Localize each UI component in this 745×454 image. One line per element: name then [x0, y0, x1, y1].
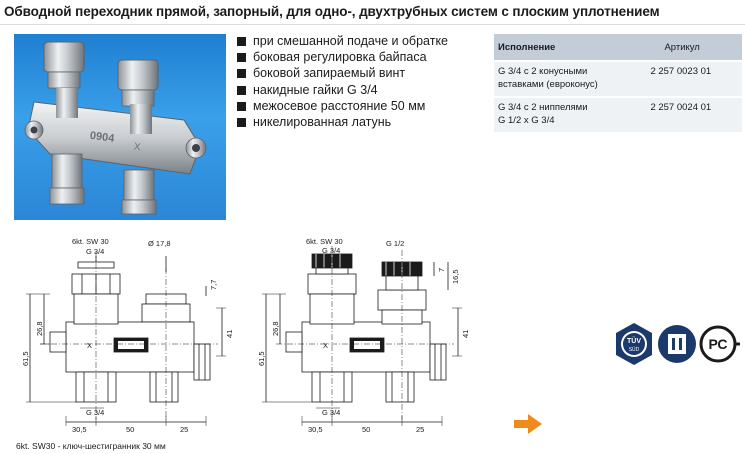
label-thread-bottom: G 3/4 [86, 408, 104, 417]
drawing-left: X [26, 252, 226, 426]
article-cell: 2 257 0024 01 [640, 96, 742, 132]
header-bar: Обводной переходник прямой, запорный, дл… [0, 0, 745, 25]
square-bullet-icon [237, 85, 246, 95]
tuv-sud-logo: TÜV SÜD [616, 323, 652, 365]
label-dim-25: 25 [416, 425, 424, 434]
square-bullet-icon [237, 37, 246, 46]
feature-item: боковая регулировка байпаса [237, 49, 448, 65]
feature-item: никелированная латунь [237, 114, 448, 130]
label-dim-77: 7,7 [209, 280, 218, 290]
label-thread-bottom: G 3/4 [322, 408, 340, 417]
label-dim-305: 30,5 [308, 425, 323, 434]
label-wrench: 6kt. SW 30 [72, 237, 109, 246]
certification-logos: TÜV SÜD РС [616, 323, 740, 365]
square-bullet-icon [237, 101, 246, 111]
footnote: 6kt. SW30 - ключ-шестигранник 30 мм [16, 441, 166, 451]
label-dim-41: 41 [225, 330, 234, 338]
label-dim-615: 61,5 [21, 351, 30, 366]
label-diameter: Ø 17,8 [148, 239, 171, 248]
svg-text:X: X [133, 141, 141, 153]
label-dim-7: 7 [437, 268, 446, 272]
page-title: Обводной переходник прямой, запорный, дл… [4, 4, 660, 19]
label-dim-268: 26,8 [271, 321, 280, 336]
label-dim-165: 16,5 [451, 269, 460, 284]
drawing-right-labels: 6kt. SW 30 G 3/4 G 1/2 7 16,5 26,8 61,5 … [257, 237, 470, 434]
label-thread-nipple: G 1/2 [386, 239, 404, 248]
label-thread-top: G 3/4 [86, 247, 104, 256]
svg-text:TÜV: TÜV [627, 336, 641, 345]
label-dim-41: 41 [461, 330, 470, 338]
svg-text:SÜD: SÜD [629, 346, 640, 353]
feature-item: при смешанной подаче и обратке [237, 33, 448, 49]
svg-text:X: X [87, 341, 92, 350]
version-cell: G 3/4 с 2 ниппелями G 1/2 x G 3/4 [494, 96, 641, 132]
svg-text:X: X [323, 341, 328, 350]
body-engraving: 0904 [89, 130, 116, 145]
label-dim-25: 25 [180, 425, 188, 434]
feature-item: межосевое расстояние 50 мм [237, 98, 448, 114]
feature-item: боковой запираемый винт [237, 65, 448, 81]
right-top-nut [117, 59, 159, 107]
drawing-left-labels: 6kt. SW 30 G 3/4 Ø 17,8 7,7 26,8 61,5 41… [21, 237, 234, 434]
label-dim-305: 30,5 [72, 425, 87, 434]
drawing-right: X [262, 246, 462, 426]
column-header-article: Артикул [640, 34, 742, 61]
label-wrench: 6kt. SW 30 [306, 237, 343, 246]
spec-table: Исполнение Артикул G 3/4 с 2 конусными в… [494, 34, 742, 132]
column-header-version: Исполнение [494, 34, 641, 61]
article-cell: 2 257 0023 01 [640, 60, 742, 97]
arrow-right-icon[interactable] [514, 414, 542, 434]
square-bullet-icon [237, 53, 246, 63]
product-photo: 0904 X [14, 34, 226, 220]
table-row: G 3/4 с 2 ниппелями G 1/2 x G 3/4 2 257 … [494, 96, 742, 132]
label-thread-top: G 3/4 [322, 246, 340, 255]
square-bullet-icon [237, 118, 246, 128]
left-top-nut [43, 41, 85, 89]
label-dim-50: 50 [126, 425, 134, 434]
table-row: G 3/4 с 2 конусными вставками (евроконус… [494, 60, 742, 97]
square-bullet-icon [237, 69, 246, 79]
table-header-row: Исполнение Артикул [494, 34, 742, 61]
label-dim-50: 50 [362, 425, 370, 434]
version-cell: G 3/4 с 2 конусными вставками (евроконус… [494, 60, 641, 97]
feature-item: накидные гайки G 3/4 [237, 82, 448, 98]
feature-list: при смешанной подаче и обратке боковая р… [237, 33, 448, 130]
rst-mark-logo: РС [699, 325, 740, 363]
gost-seal-logo [658, 325, 696, 363]
label-dim-268: 26,8 [35, 321, 44, 336]
valve-illustration: 0904 X [24, 41, 207, 215]
svg-text:РС: РС [708, 336, 727, 352]
label-dim-615: 61,5 [257, 351, 266, 366]
technical-drawings: X 6kt. SW 30 G 3/4 Ø 17,8 7,7 26,8 [21, 237, 470, 434]
